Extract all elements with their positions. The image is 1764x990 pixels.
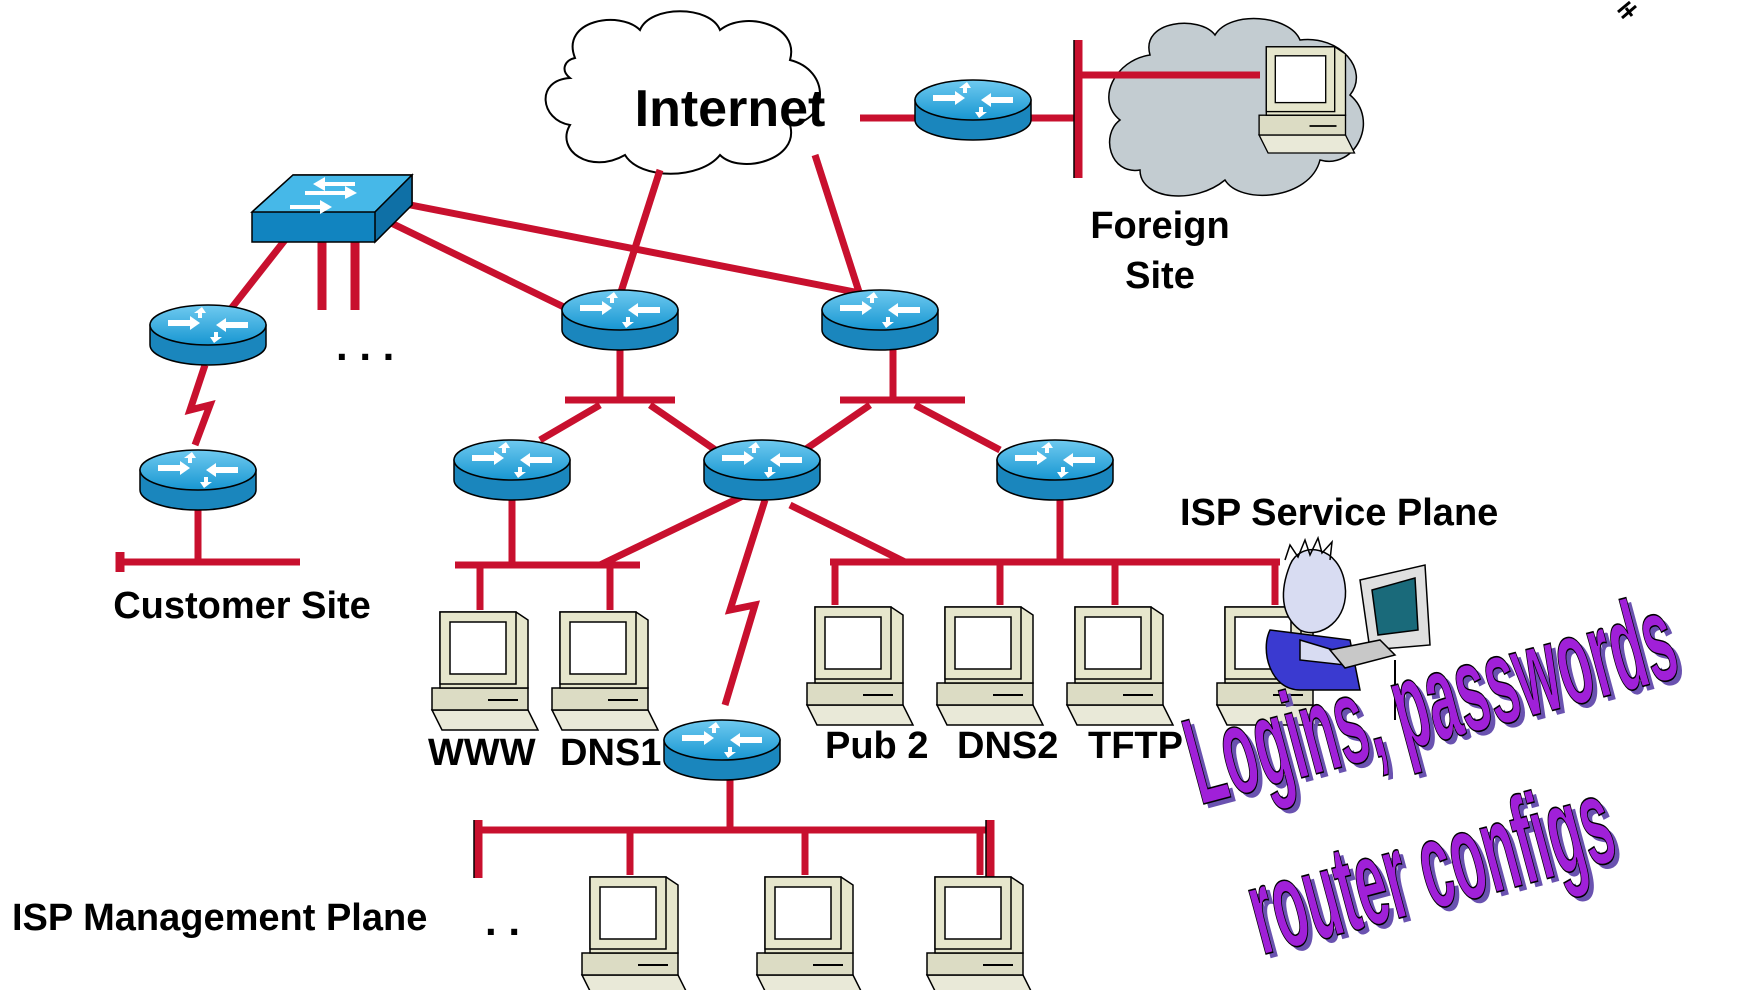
computer-icon-www xyxy=(431,611,539,731)
dns2-label: DNS2 xyxy=(957,725,1058,767)
computer-icon-dns1 xyxy=(551,611,659,731)
internet-cloud xyxy=(544,10,821,175)
internet-label: Internet xyxy=(635,80,826,138)
router-icon-customer-edge xyxy=(149,304,267,366)
foreign-site-label-2: Site xyxy=(1125,255,1195,297)
dots-mgmt: . . xyxy=(485,897,520,944)
computer-icon-foreign xyxy=(1258,45,1356,154)
computer-icon-mgmt3 xyxy=(926,876,1034,990)
router-icon-www xyxy=(453,439,571,501)
links xyxy=(120,71,1280,875)
switch-icon xyxy=(250,173,414,244)
foreign-site-label-1: Foreign xyxy=(1090,205,1229,247)
dots-top: . . . xyxy=(336,322,394,369)
router-icon-service xyxy=(996,439,1114,501)
dns1-label: DNS1 xyxy=(560,732,661,774)
corner-mark xyxy=(1617,0,1637,20)
router-icon-foreign xyxy=(914,79,1032,141)
router-icon-center xyxy=(703,439,821,501)
computer-icon-tftp xyxy=(1066,606,1174,726)
router-icon-core-left xyxy=(561,289,679,351)
customer-site-label: Customer Site xyxy=(113,585,371,627)
computer-icon-mgmt2 xyxy=(756,876,864,990)
router-icon-core-right xyxy=(821,289,939,351)
router-icon-customer xyxy=(139,449,257,511)
management-plane-label: ISP Management Plane xyxy=(12,897,427,939)
service-plane-label: ISP Service Plane xyxy=(1180,492,1498,534)
hacker-icon xyxy=(1265,535,1431,720)
www-label: WWW xyxy=(428,732,536,774)
router-icon-mgmt xyxy=(663,719,781,781)
tftp-label: TFTP xyxy=(1088,725,1183,767)
pub2-label: Pub 2 xyxy=(825,725,928,767)
computer-icon-dns2 xyxy=(936,606,1044,726)
computer-icon-mgmt1 xyxy=(581,876,689,990)
segment-ends xyxy=(115,40,1083,878)
computer-icon-pub2 xyxy=(806,606,914,726)
